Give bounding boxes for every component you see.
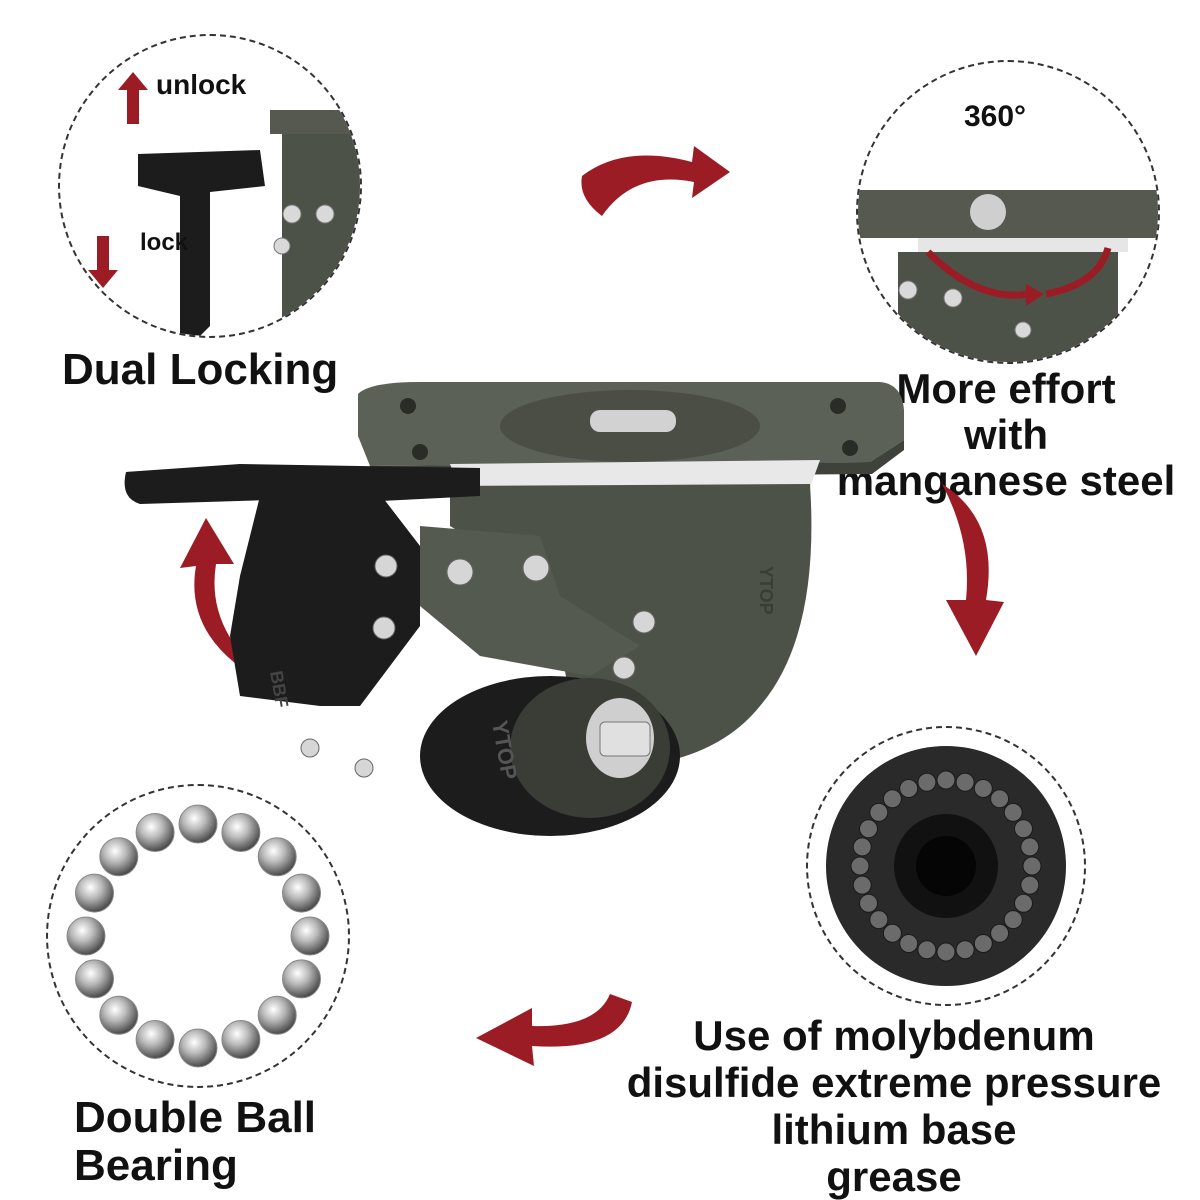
steel-ball	[75, 959, 114, 999]
arrow-down-icon	[88, 236, 118, 288]
greased-ball	[899, 934, 919, 953]
greased-ball	[859, 819, 878, 839]
steel-ball	[257, 995, 297, 1035]
steel-ball	[221, 813, 261, 852]
greased-ball	[852, 875, 872, 895]
greased-ball	[882, 923, 902, 943]
steel-ball	[75, 873, 114, 913]
lock-label: lock	[140, 229, 189, 256]
greased-ball	[1014, 819, 1033, 839]
greased-ball	[859, 893, 878, 913]
greased-ball	[936, 942, 956, 962]
steel-ball	[66, 916, 106, 956]
greased-ball	[882, 789, 902, 809]
greased-ball	[852, 837, 872, 857]
grease-title-line-1: Use of molybdenum	[693, 1012, 1095, 1059]
steel-ball	[178, 1028, 218, 1068]
steel-ball	[221, 1020, 261, 1059]
greased-ball	[955, 772, 975, 792]
greased-ball	[869, 910, 889, 930]
greased-ball	[869, 802, 889, 822]
swivel-degrees-label: 360°	[964, 100, 1027, 133]
grease-title: Use of molybdenum disulfide extreme pres…	[588, 1012, 1200, 1200]
swivel-title-line-2: with	[964, 411, 1048, 459]
greased-ball	[990, 923, 1010, 943]
greased-ball	[917, 772, 937, 792]
greased-ball	[899, 779, 919, 798]
grease-detail-circle	[806, 726, 1086, 1006]
brake-pedal	[124, 464, 480, 504]
dual-locking-title: Dual Locking	[62, 345, 339, 394]
caster-wheel-product: YTOP YTOP BBF	[120, 376, 920, 836]
greased-ball	[1020, 837, 1040, 857]
bearing-title-line-2: Bearing	[74, 1141, 238, 1191]
grease-title-line-4: grease	[826, 1153, 962, 1200]
greased-ball	[917, 940, 937, 960]
dual-locking-detail-circle: unlock lock	[58, 34, 362, 338]
steel-ball	[178, 804, 218, 844]
greased-ball	[1003, 910, 1023, 930]
swivel-detail-circle: 360°	[856, 60, 1160, 364]
arrow-up-icon	[118, 72, 148, 124]
curved-arrow-icon	[176, 514, 244, 670]
steel-ball	[135, 1020, 175, 1059]
steel-balls-ring	[66, 804, 330, 1068]
grease-title-line-3: lithium base	[771, 1106, 1017, 1154]
grease-title-line-2: disulfide extreme pressure	[626, 1059, 1162, 1107]
swivel-title-line-1: More effort	[896, 365, 1116, 412]
swivel-title-line-3: manganese steel	[836, 457, 1176, 505]
greased-bearing-closeup	[826, 746, 1066, 986]
unlock-label: unlock	[156, 69, 247, 100]
curved-arrow-icon	[574, 136, 734, 218]
steel-ball	[135, 813, 175, 852]
steel-ball	[282, 873, 321, 913]
steel-ball	[282, 959, 321, 999]
greased-ball	[1022, 856, 1042, 876]
steel-ball	[99, 995, 139, 1035]
swivel-title: More effort with manganese steel	[806, 365, 1200, 505]
fork-brand-mark: YTOP	[756, 566, 776, 615]
greased-ball	[1003, 802, 1023, 822]
steel-ball	[257, 837, 297, 877]
steel-ball	[290, 916, 330, 956]
greased-ball	[973, 934, 993, 953]
greased-ball	[850, 856, 870, 876]
steel-ball	[99, 837, 139, 877]
greased-ball	[973, 779, 993, 798]
greased-ball	[936, 770, 956, 790]
greased-ball	[955, 940, 975, 960]
ball-bearing-detail-circle	[46, 784, 350, 1088]
greased-ball	[1020, 875, 1040, 895]
greased-ball	[1014, 893, 1033, 913]
curved-arrow-icon	[472, 990, 642, 1076]
greased-ball	[990, 789, 1010, 809]
curved-arrow-icon	[938, 480, 1010, 660]
locking-pedal-closeup	[138, 110, 360, 336]
bearing-title: Double Ball Bearing	[74, 1093, 317, 1191]
bearing-title-line-1: Double Ball	[74, 1093, 317, 1142]
